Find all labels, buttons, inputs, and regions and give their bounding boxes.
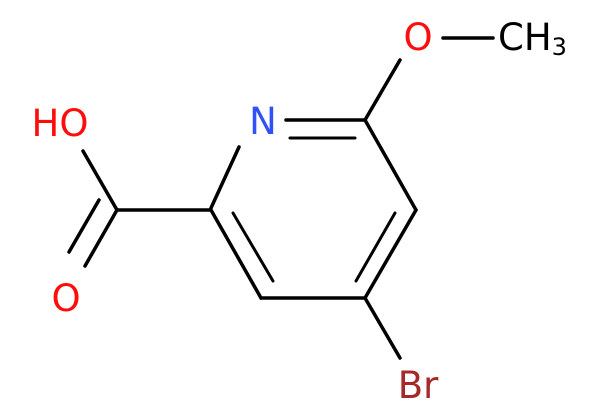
bond-c2-c3-inner xyxy=(231,211,275,283)
bond-n-c2 xyxy=(209,145,241,210)
atom-labels: N HO O Br O CH3 xyxy=(32,16,567,407)
bond-c2-c3 xyxy=(209,208,263,300)
methyl-label: CH3 xyxy=(498,16,567,61)
bond-carboxyl-c-o-a xyxy=(83,208,119,268)
bond-c5-c6 xyxy=(363,118,418,212)
nitrogen-label: N xyxy=(249,100,277,143)
bond-c4-br xyxy=(363,296,402,360)
bond-carboxyl-c-oh xyxy=(81,149,119,212)
methyl-carbon-text: CH xyxy=(498,16,552,59)
carbonyl-oxygen-label: O xyxy=(51,277,80,320)
bond-c4-c5 xyxy=(363,208,418,300)
methoxy-oxygen-label: O xyxy=(403,16,432,59)
methyl-subscript: 3 xyxy=(552,33,567,61)
bonds xyxy=(67,36,495,360)
bond-c4-c5-inner xyxy=(354,211,397,283)
bond-carboxyl-c-o-b xyxy=(67,198,101,254)
bromine-label: Br xyxy=(398,364,439,407)
bond-c6-o xyxy=(363,58,402,122)
hydroxyl-label: HO xyxy=(32,102,89,145)
